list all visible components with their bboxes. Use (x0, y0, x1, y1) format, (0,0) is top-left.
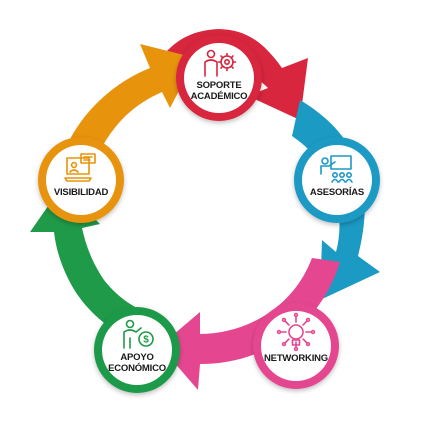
node-label-soporte: ACADÉMICO (191, 91, 248, 102)
node-face-visibilidad (46, 145, 116, 215)
node-label-networking: NETWORKING (264, 353, 328, 364)
node-networking: NETWORKING (253, 303, 339, 389)
teacher-board-icon (320, 155, 353, 183)
node-visibilidad: VISIBILIDAD (38, 137, 124, 223)
person-gear-icon (204, 49, 237, 77)
node-label-asesorias: ASESORÍAS (310, 187, 364, 198)
arrow-segment-green (30, 186, 160, 348)
svg-text:$: $ (143, 335, 149, 346)
lightbulb-network-icon (276, 312, 316, 352)
node-label-visibilidad: VISIBILIDAD (54, 187, 109, 198)
screen-presentation-icon (64, 153, 96, 182)
node-face-apoyo (102, 315, 172, 385)
node-asesorias: ASESORÍAS (294, 137, 380, 223)
node-label-apoyo: APOYO (120, 352, 153, 363)
node-label-soporte: SOPORTE (196, 80, 241, 91)
node-label-apoyo: ECONÓMICO (108, 362, 166, 374)
node-face-soporte (184, 43, 254, 113)
person-money-icon: $ (123, 319, 154, 349)
arrow-segment-pink (160, 258, 340, 390)
